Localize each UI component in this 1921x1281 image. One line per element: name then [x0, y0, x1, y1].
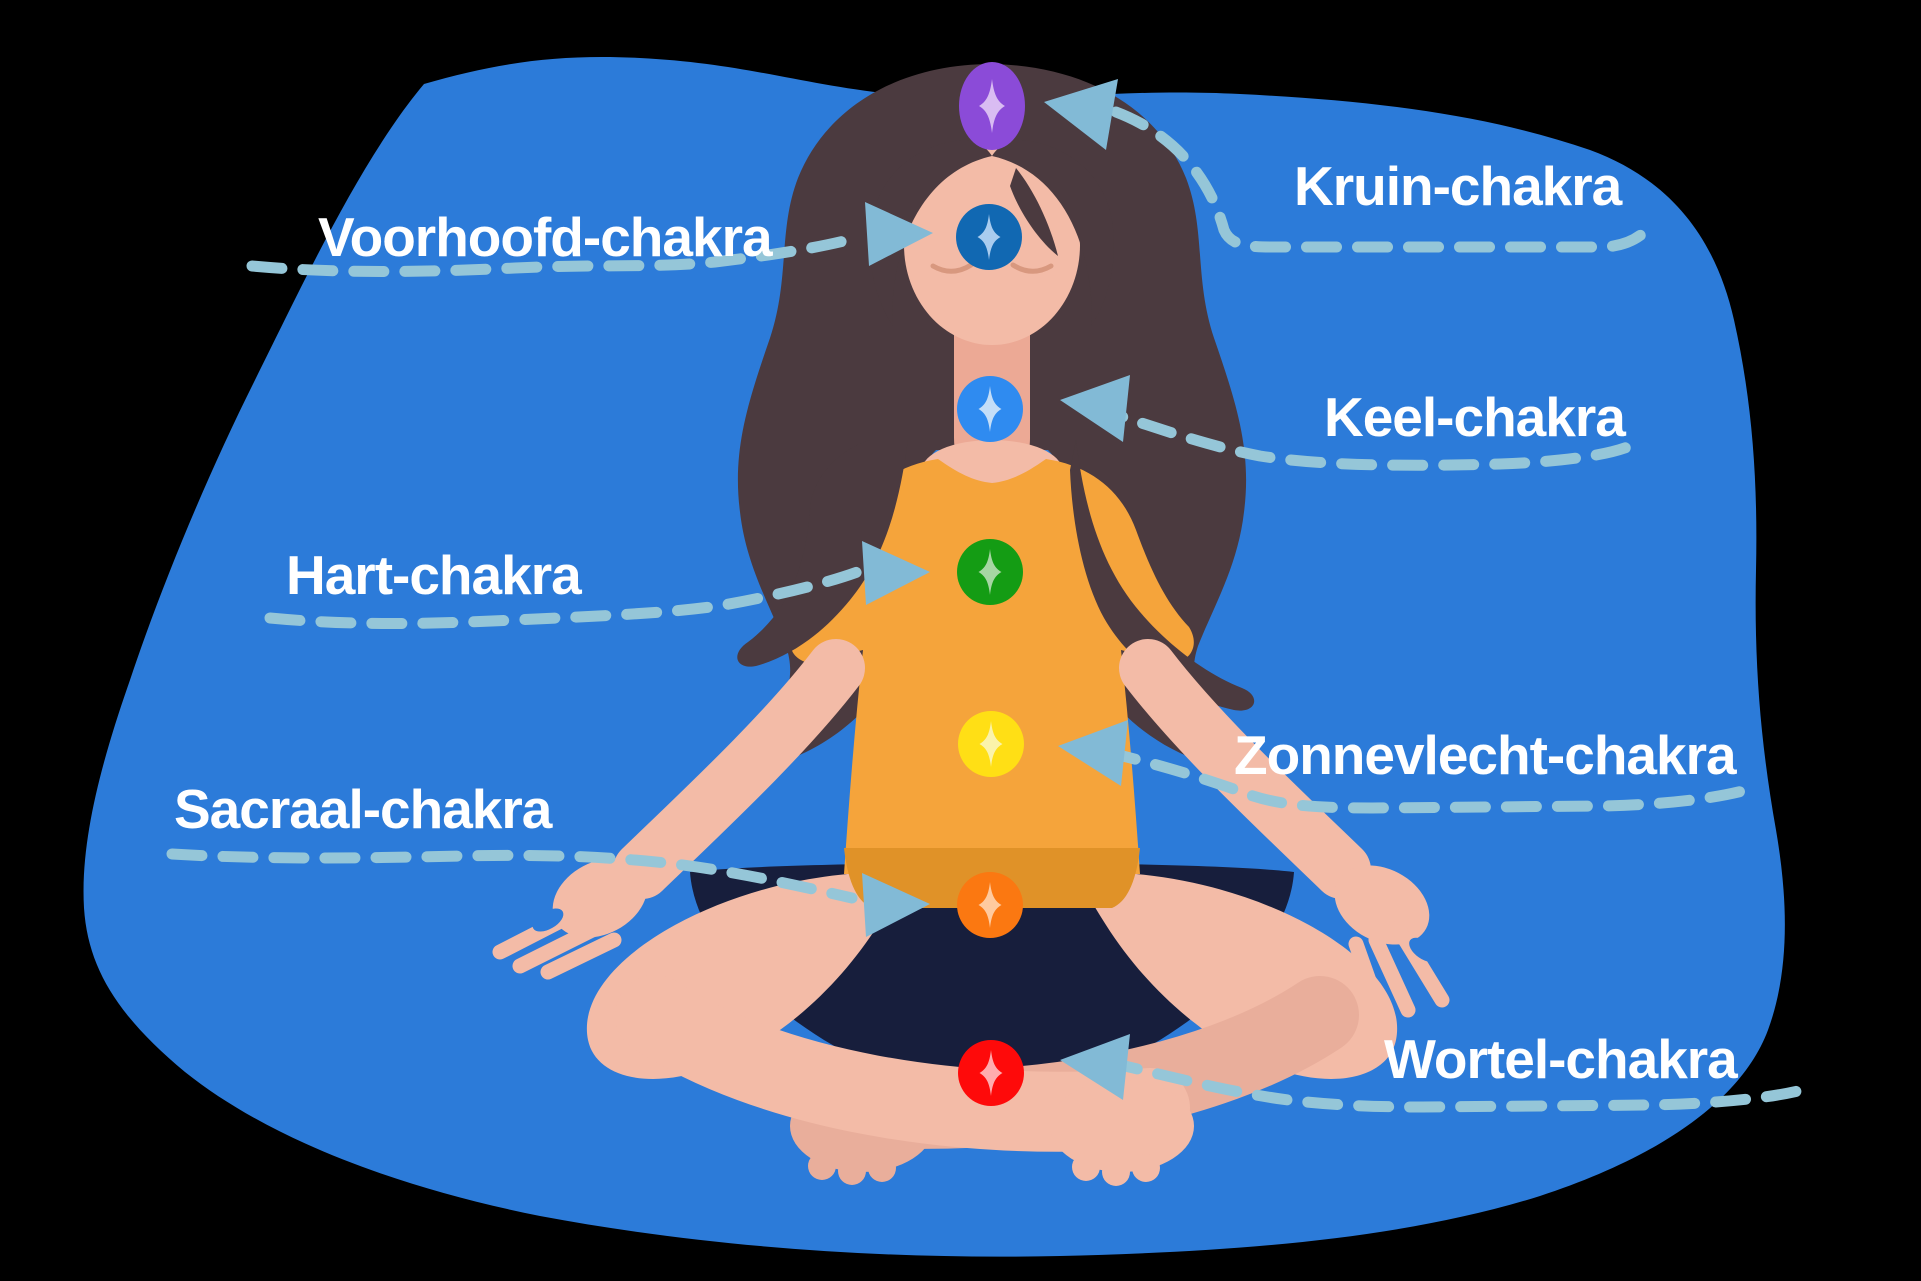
- chakra-dot-sacraal: [957, 872, 1023, 938]
- finger: [1348, 936, 1386, 1014]
- bangs-right: [992, 139, 1114, 326]
- chakra-dot-voorhoofd: [956, 204, 1022, 270]
- finger: [512, 920, 604, 974]
- hair-strand: [1010, 168, 1058, 256]
- chakra-dot-keel: [957, 376, 1023, 442]
- arrowhead-keel-icon: [1060, 375, 1130, 442]
- hand-right: [1334, 865, 1450, 1018]
- chakra-label-sacraal: Sacraal-chakra: [174, 778, 553, 840]
- toe: [808, 1152, 836, 1180]
- bangs-left: [870, 139, 992, 326]
- closed-eye-right: [1010, 262, 1054, 274]
- chakra-dots: [956, 62, 1025, 1106]
- chakra-label-hart: Hart-chakra: [286, 544, 582, 606]
- finger: [492, 904, 586, 960]
- hand-left: [492, 858, 648, 980]
- connector-keel: [1088, 402, 1636, 471]
- chakra-label-kruin: Kruin-chakra: [1294, 155, 1623, 217]
- finger: [540, 932, 622, 980]
- arrowhead-voorhoofd-icon: [865, 202, 933, 266]
- forearm-right: [1119, 639, 1371, 899]
- chakra-dot-kruin: [959, 62, 1025, 150]
- chakra-label-wortel: Wortel-chakra: [1384, 1028, 1738, 1090]
- connector-kruin: [1110, 106, 1648, 253]
- connector-sacraal: [166, 848, 858, 904]
- toe: [838, 1157, 866, 1185]
- arrowhead-wortel-icon: [1060, 1034, 1130, 1100]
- finger: [1368, 932, 1416, 1018]
- chakra-dot-hart: [957, 539, 1023, 605]
- connector-wortel: [1102, 1056, 1808, 1113]
- mudra-gap: [1409, 937, 1439, 963]
- chakra-label-voorhoofd: Voorhoofd-chakra: [318, 206, 773, 268]
- mudra-gap: [532, 908, 564, 932]
- chakra-label-zonnevlecht: Zonnevlecht-chakra: [1234, 724, 1737, 786]
- foot-front: [1050, 1080, 1194, 1172]
- sparkle-icon: [978, 882, 1002, 928]
- chakra-label-keel: Keel-chakra: [1324, 386, 1626, 448]
- connector-voorhoofd: [246, 234, 854, 277]
- chakra-dot-zonnevlecht: [958, 711, 1024, 777]
- connector-hart: [264, 565, 866, 629]
- chakra-dot-wortel: [958, 1040, 1024, 1106]
- sparkle-icon: [978, 549, 1002, 595]
- sparkle-icon: [979, 1050, 1003, 1096]
- sparkle-icon: [979, 721, 1003, 767]
- sparkle-icon: [978, 386, 1002, 432]
- sparkle-icon: [979, 79, 1005, 133]
- palm: [1334, 865, 1430, 945]
- closed-eye-left: [930, 262, 974, 274]
- toe: [868, 1154, 896, 1182]
- connectors: [166, 79, 1808, 1113]
- connector-zonnevlecht: [1100, 746, 1756, 814]
- sparkle-icon: [977, 214, 1001, 260]
- toe: [1132, 1154, 1160, 1182]
- toe: [1072, 1153, 1100, 1181]
- toe: [1102, 1158, 1130, 1186]
- chakra-labels: Kruin-chakra Voorhoofd-chakra Keel-chakr…: [174, 155, 1739, 1090]
- arrowhead-kruin-icon: [1044, 79, 1118, 150]
- arrowhead-zonnevlecht-icon: [1058, 720, 1128, 786]
- hair-lock-left: [737, 440, 908, 667]
- arrowhead-hart-icon: [862, 541, 930, 605]
- finger: [1390, 920, 1450, 1008]
- forearm-left: [613, 639, 865, 899]
- arrowhead-sacraal-icon: [862, 873, 930, 937]
